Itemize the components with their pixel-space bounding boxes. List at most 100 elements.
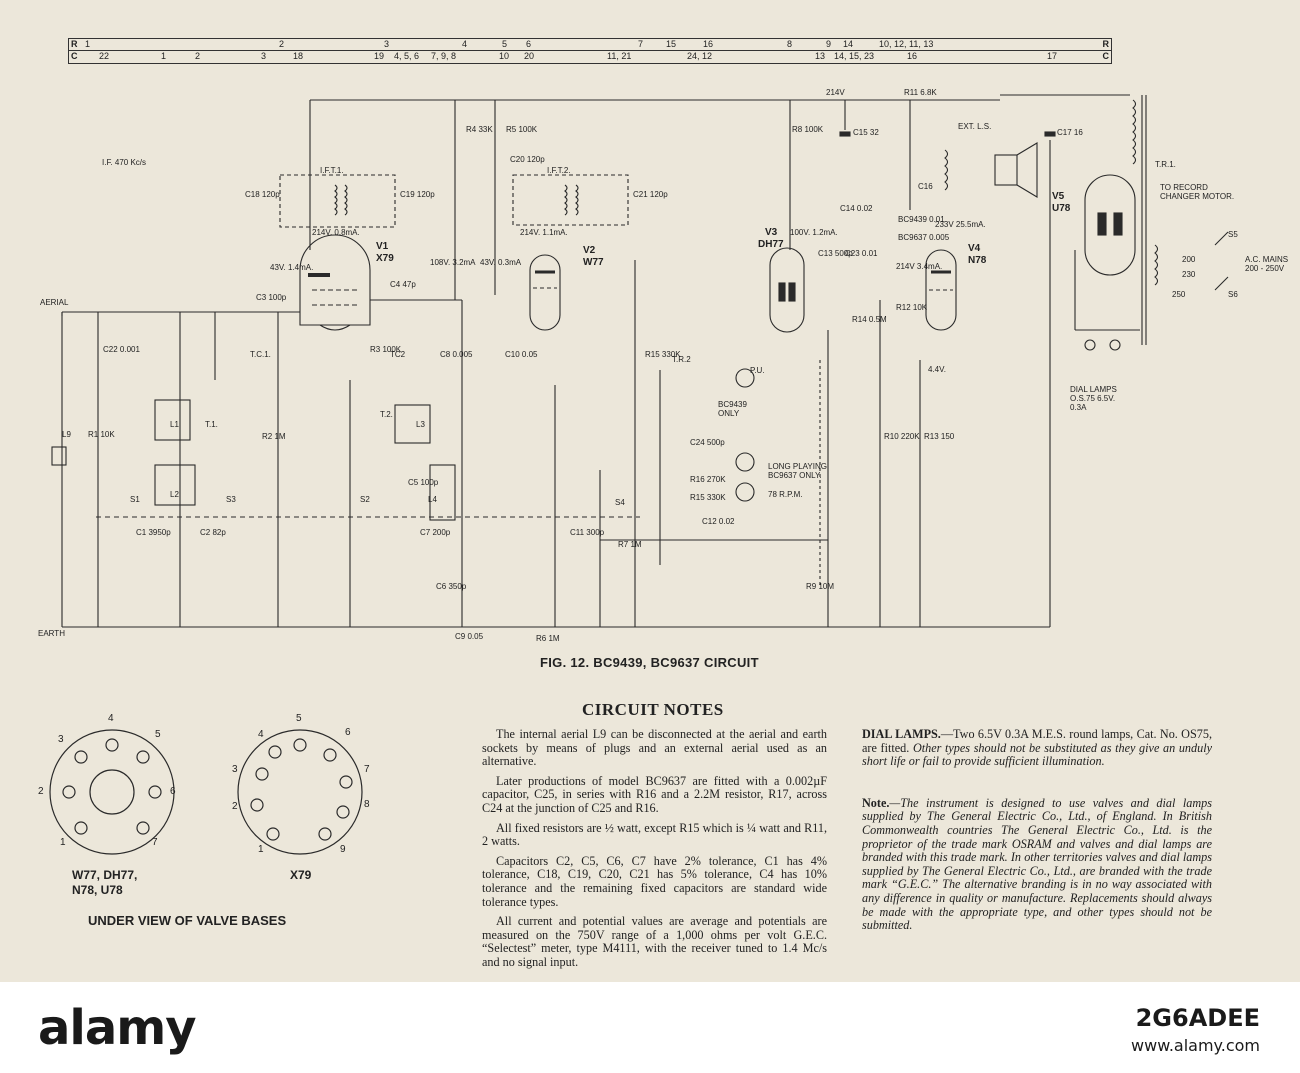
valve-base-diagrams <box>49 729 363 855</box>
component-label: C18 120p <box>245 190 280 199</box>
row-label-r-end: R <box>1102 39 1110 49</box>
pin-label: 5 <box>155 729 161 740</box>
component-label: L4 <box>428 495 437 504</box>
component-label: C11 300p <box>570 528 605 537</box>
component-label: R1 10K <box>88 430 115 439</box>
component-label: BC9637 0.005 <box>898 233 950 242</box>
valve-base-right-label: X79 <box>290 868 312 882</box>
valve-v3-id: V3 <box>765 227 778 238</box>
voltage-label: 4.4V. <box>928 365 946 374</box>
aerial-label: AERIAL <box>40 298 69 307</box>
watermark-info: 2G6ADEE www.alamy.com <box>1131 1004 1260 1055</box>
pickup-label: P.U. <box>750 366 765 375</box>
ref-c: 16 <box>907 51 918 61</box>
pin-label: 7 <box>152 837 158 848</box>
component-label: R6 1M <box>536 634 560 643</box>
ref-r: 8 <box>787 39 793 49</box>
component-label: C17 16 <box>1057 128 1083 137</box>
component-label: C19 120p <box>400 190 435 199</box>
component-label: C22 0.001 <box>103 345 140 354</box>
ref-c: 18 <box>293 51 304 61</box>
pin-label: 4 <box>108 713 114 724</box>
component-label: C12 0.02 <box>702 517 735 526</box>
tap-label: 250 <box>1172 290 1186 299</box>
valve-v1-type: X79 <box>376 253 394 264</box>
pin-label: 3 <box>58 734 64 745</box>
ref-r: 10, 12, 11, 13 <box>879 39 934 49</box>
component-label: BC9439 0.01 <box>898 215 945 224</box>
capacitor-reference-row: C 22 1 2 3 18 19 4, 5, 6 7, 9, 8 10 20 1… <box>69 51 1111 62</box>
ref-r: 2 <box>279 39 285 49</box>
pin-label: 9 <box>340 844 346 855</box>
component-label: T.1. <box>205 420 218 429</box>
voltage-label: 214V 3.4mA. <box>896 262 943 271</box>
component-label: C15 32 <box>853 128 879 137</box>
valve-v5-type: U78 <box>1052 203 1071 214</box>
ref-c: 1 <box>161 51 167 61</box>
notes-paragraph: All current and potential values are ave… <box>482 914 827 969</box>
ref-c: 14, 15, 23 <box>834 51 875 61</box>
component-label: R7 1M <box>618 540 642 549</box>
tap-label: 230 <box>1182 270 1196 279</box>
valve-v5 <box>1084 174 1136 276</box>
watermark-site: www.alamy.com <box>1131 1036 1260 1055</box>
voltage-label: 100V. 1.2mA. <box>790 228 838 237</box>
dial-lamps-heading: DIAL LAMPS. <box>862 727 941 741</box>
component-label: R10 220K <box>884 432 920 441</box>
circuit-notes-heading: CIRCUIT NOTES <box>582 700 724 719</box>
ref-c: 7, 9, 8 <box>431 51 457 61</box>
bc9439-only-label: BC9439 ONLY <box>718 400 747 418</box>
ref-c: 11, 21 <box>607 51 632 61</box>
ref-r: 1 <box>85 39 91 49</box>
valve-v2-id: V2 <box>583 245 596 256</box>
dial-lamps-note: DIAL LAMPS.—Two 6.5V 0.3A M.E.S. round l… <box>862 727 1212 939</box>
component-label: C23 0.01 <box>845 249 878 258</box>
component-label: T.2. <box>380 410 393 419</box>
valve-v1-id: V1 <box>376 241 389 252</box>
ref-r: 6 <box>526 39 532 49</box>
component-label: R13 150 <box>924 432 955 441</box>
component-label: S2 <box>360 495 370 504</box>
component-label: C4 47p <box>390 280 416 289</box>
ref-r: 7 <box>638 39 644 49</box>
pin-label: 3 <box>232 764 238 775</box>
component-label: S6 <box>1228 290 1238 299</box>
image-id: 2G6ADEE <box>1135 1004 1260 1032</box>
circuit-schematic <box>51 94 1229 628</box>
ref-c: 19 <box>374 51 385 61</box>
component-label: R4 33K <box>466 125 493 134</box>
component-label: C1 3950p <box>136 528 171 537</box>
ref-r: 5 <box>502 39 508 49</box>
component-label: S3 <box>226 495 236 504</box>
component-label: C7 200p <box>420 528 451 537</box>
ref-r: 14 <box>843 39 854 49</box>
ext-ls-label: EXT. L.S. <box>958 122 992 131</box>
notes-paragraph: All fixed resistors are ½ watt, except R… <box>482 820 827 849</box>
ref-c: 2 <box>195 51 201 61</box>
ift1-label: I.F.T.1. <box>320 166 344 175</box>
notes-paragraph: Later productions of model BC9637 are fi… <box>482 773 827 815</box>
note-body: —The instrument is designed to use valve… <box>862 795 1212 933</box>
ref-c: 24, 12 <box>687 51 713 61</box>
watermark-strip <box>0 982 1300 1073</box>
component-label: R5 100K <box>506 125 538 134</box>
component-reference-bar: R 1 2 3 4 5 6 7 15 16 8 9 14 10, 12, 11,… <box>68 38 1112 64</box>
component-label: S5 <box>1228 230 1238 239</box>
valve-bases-caption: UNDER VIEW OF VALVE BASES <box>88 913 287 928</box>
pin-label: 4 <box>258 729 264 740</box>
valve-v5-id: V5 <box>1052 191 1065 202</box>
dial-lamps-warning: Other types should not be substituted as… <box>862 740 1212 769</box>
component-label: S1 <box>130 495 140 504</box>
component-label: C10 0.05 <box>505 350 538 359</box>
row-label-c-end: C <box>1102 51 1110 61</box>
valve-v3-type: DH77 <box>758 239 784 250</box>
valve-v2-type: W77 <box>583 257 604 268</box>
valve-v2 <box>529 254 561 331</box>
row-label-c: C <box>71 51 78 61</box>
component-label: R3 100K <box>370 345 402 354</box>
record-changer-label: TO RECORD CHANGER MOTOR. <box>1160 183 1235 201</box>
component-label: C9 0.05 <box>455 632 484 641</box>
ref-c: 17 <box>1047 51 1058 61</box>
pin-label: 6 <box>170 786 176 797</box>
component-label: L9 <box>62 430 71 439</box>
